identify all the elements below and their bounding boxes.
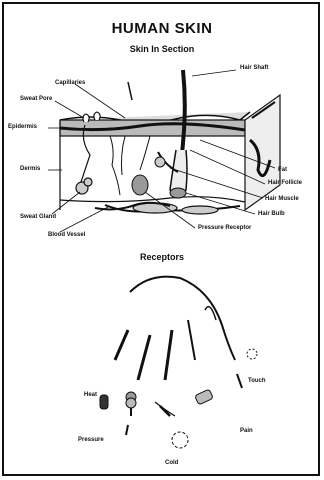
label-cold: Cold <box>165 460 178 466</box>
receptors-heading: Receptors <box>0 252 324 262</box>
label-capillaries: Capillaries <box>55 80 85 86</box>
touch-receptor-2 <box>247 349 257 359</box>
label-epidermis: Epidermis <box>8 124 37 130</box>
label-heat: Heat <box>84 392 97 398</box>
label-pressure: Pressure <box>78 437 104 443</box>
touch-receptor-1 <box>195 389 214 405</box>
label-blood-vessel: Blood Vessel <box>48 232 85 238</box>
label-sweat-pore: Sweat Pore <box>20 96 52 102</box>
label-dermis: Dermis <box>20 166 40 172</box>
label-hair-bulb: Hair Bulb <box>258 211 285 217</box>
touch-fiber <box>237 374 242 388</box>
label-touch: Touch <box>248 378 266 384</box>
label-hair-muscle: Hair Muscle <box>265 196 299 202</box>
hand-outline <box>115 277 235 380</box>
heat-receptor <box>100 395 108 409</box>
label-hair-follicle: Hair Follicle <box>268 180 302 186</box>
pressure-receptor <box>126 392 136 416</box>
pressure-fiber <box>126 425 128 435</box>
cold-receptor <box>172 432 188 448</box>
hair-muscle-knot <box>155 157 165 167</box>
pain-receptor <box>155 402 175 416</box>
label-sweat-gland: Sweat Gland <box>20 214 56 220</box>
label-pressure-receptor: Pressure Receptor <box>198 225 251 231</box>
small-hair <box>128 82 132 100</box>
label-hair-shaft: Hair Shaft <box>240 65 268 71</box>
skin-block <box>60 95 280 214</box>
label-fat: Fat <box>278 167 287 173</box>
label-pain: Pain <box>240 428 253 434</box>
